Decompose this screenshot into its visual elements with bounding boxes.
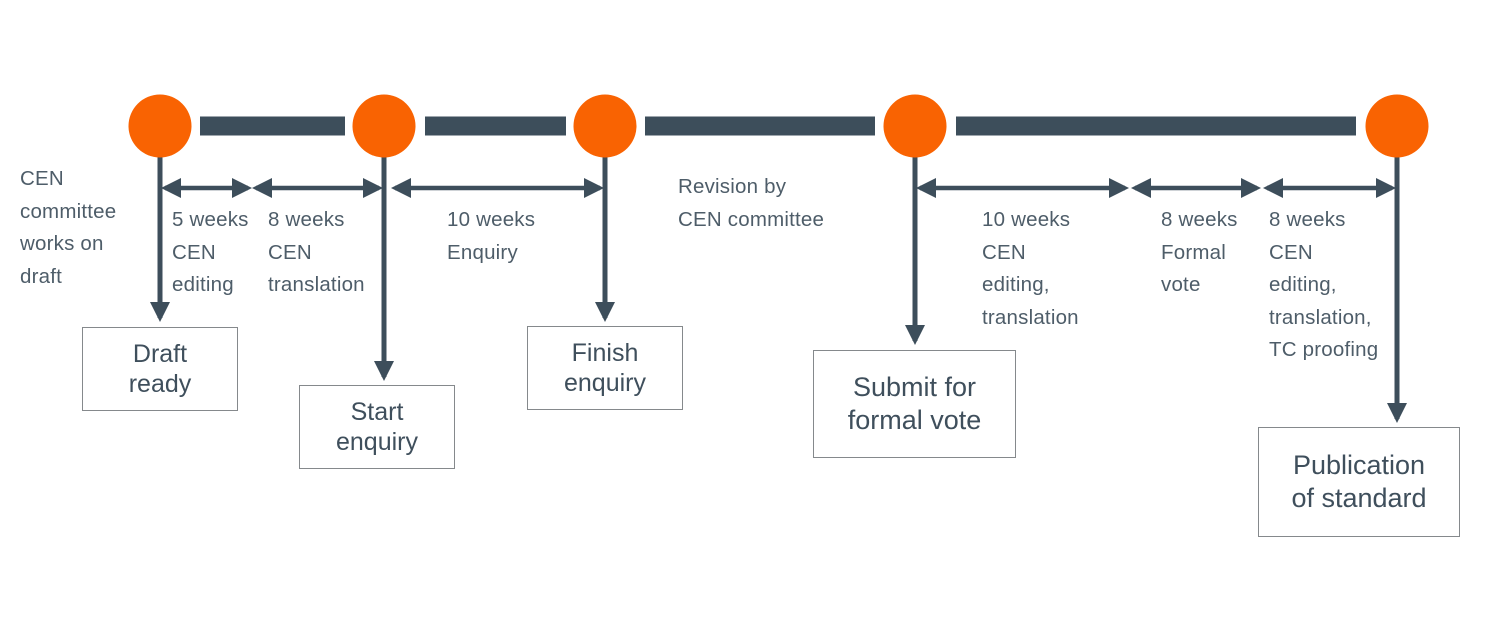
duration-label-tc-proofing: 8 weeks CEN editing, translation, TC pro… bbox=[1269, 208, 1379, 361]
revision-note: Revision by CEN committee bbox=[678, 175, 825, 231]
timeline-segment bbox=[200, 116, 345, 136]
milestone-box-start-enquiry: Start enquiry bbox=[299, 385, 455, 469]
milestone-box-publication: Publication of standard bbox=[1258, 427, 1460, 537]
timeline-segment bbox=[425, 116, 566, 136]
pre-phase-note: CEN committee works on draft bbox=[20, 167, 117, 288]
duration-label-cen-translation: 8 weeks CEN translation bbox=[268, 208, 365, 296]
milestone-dot bbox=[1365, 94, 1429, 158]
milestone-dot bbox=[352, 94, 416, 158]
duration-label-editing-translation: 10 weeks CEN editing, translation bbox=[982, 208, 1079, 329]
timeline-segment bbox=[956, 116, 1356, 136]
duration-label-cen-editing: 5 weeks CEN editing bbox=[172, 208, 249, 296]
duration-label-formal-vote: 8 weeks Formal vote bbox=[1161, 208, 1238, 296]
milestone-dot bbox=[128, 94, 192, 158]
milestone-dot bbox=[573, 94, 637, 158]
duration-label-enquiry: 10 weeks Enquiry bbox=[447, 208, 536, 264]
milestone-box-draft-ready: Draft ready bbox=[82, 327, 238, 411]
timeline-segment bbox=[645, 116, 875, 136]
milestone-dot bbox=[883, 94, 947, 158]
milestone-box-finish-enquiry: Finish enquiry bbox=[527, 326, 683, 410]
milestone-box-submit-formal-vote: Submit for formal vote bbox=[813, 350, 1016, 458]
